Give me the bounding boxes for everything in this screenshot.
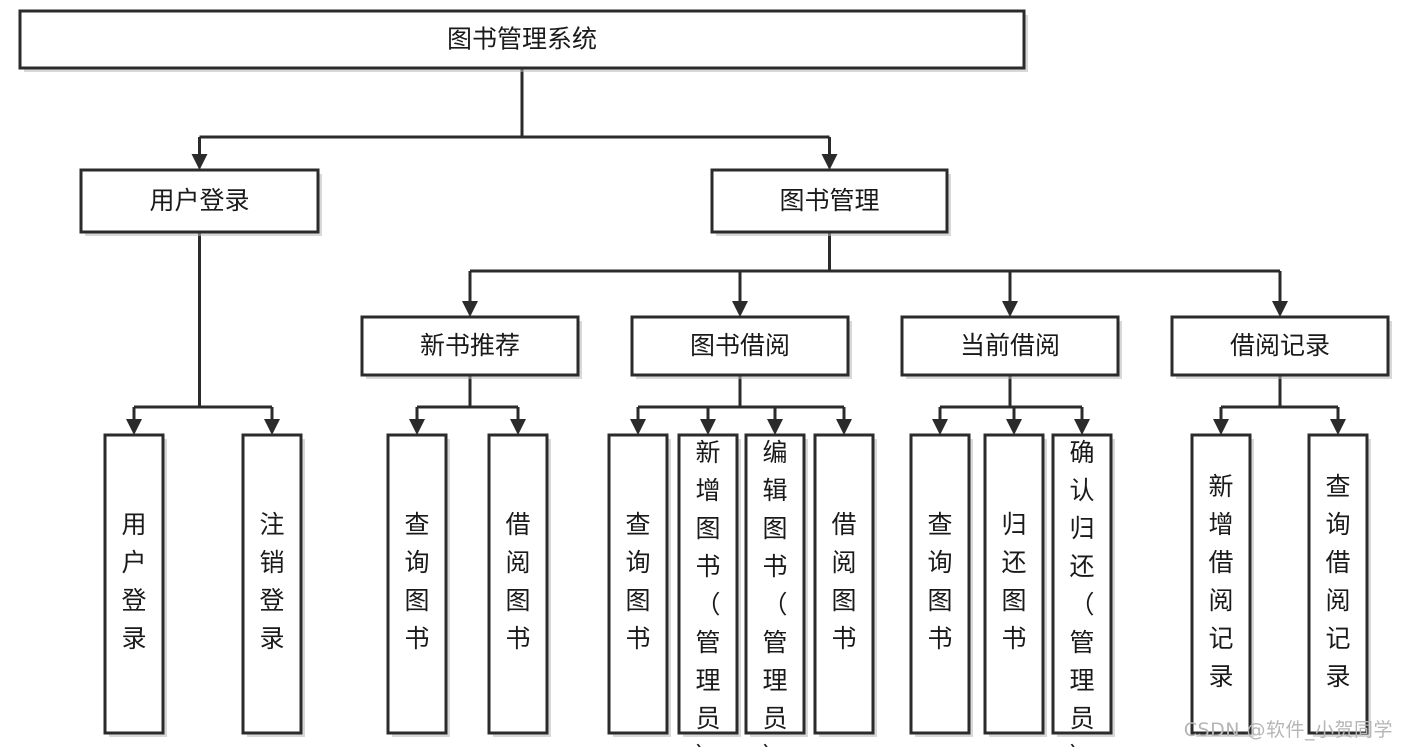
arrow-head-icon xyxy=(1002,301,1018,317)
arrow-head-icon xyxy=(462,301,478,317)
node-rect xyxy=(677,433,739,735)
node-label: 查询图书 xyxy=(927,510,952,653)
node-label: 新增借阅记录 xyxy=(1208,472,1233,691)
arrow-head-icon xyxy=(264,419,280,435)
arrow-head-icon xyxy=(932,419,948,435)
node-label: 新书推荐 xyxy=(420,331,520,360)
node-label: 图书管理系统 xyxy=(447,25,597,54)
node-leaf-logout[interactable]: 注销登录 xyxy=(241,433,305,737)
arrow-head-icon xyxy=(409,419,425,435)
node-leaf-query-book-2[interactable]: 查询图书 xyxy=(607,433,671,737)
arrow-head-icon xyxy=(1074,419,1090,435)
arrow-head-icon xyxy=(1213,419,1229,435)
node-book-borrow[interactable]: 图书借阅 xyxy=(630,315,852,379)
arrow-head-icon xyxy=(1330,419,1346,435)
connector-layer xyxy=(126,68,1346,435)
node-user-login[interactable]: 用户登录 xyxy=(79,168,322,236)
node-book-management[interactable]: 图书管理 xyxy=(710,168,951,236)
node-rect xyxy=(630,315,850,377)
node-rect xyxy=(710,168,949,234)
watermark-text: CSDN @软件_小贺同学 xyxy=(1183,719,1393,741)
arrow-head-icon xyxy=(767,419,783,435)
node-label: 当前借阅 xyxy=(960,331,1060,360)
arrow-head-icon xyxy=(191,154,208,170)
node-root[interactable]: 图书管理系统 xyxy=(18,9,1028,72)
node-label: 图书管理 xyxy=(779,186,879,215)
node-label: 确认归还（管理员） xyxy=(1069,438,1094,747)
node-label: 借阅图书 xyxy=(505,510,530,653)
node-leaf-confirm-return[interactable]: 确认归还（管理员） xyxy=(1051,433,1115,747)
node-new-book-recommend[interactable]: 新书推荐 xyxy=(360,315,582,379)
node-label: 注销登录 xyxy=(259,510,284,653)
node-rect xyxy=(813,433,875,735)
node-leaf-user-login[interactable]: 用户登录 xyxy=(103,433,167,737)
arrow-head-icon xyxy=(630,419,646,435)
node-rect xyxy=(1190,433,1252,735)
node-leaf-query-book-3[interactable]: 查询图书 xyxy=(909,433,973,737)
node-label: 图书借阅 xyxy=(690,331,790,360)
arrow-head-icon xyxy=(732,301,748,317)
arrow-head-icon xyxy=(510,419,526,435)
arrow-head-icon xyxy=(821,154,838,170)
arrow-head-icon xyxy=(1006,419,1022,435)
node-label: 查询借阅记录 xyxy=(1325,472,1350,691)
arrow-head-icon xyxy=(700,419,716,435)
node-leaf-edit-book[interactable]: 编辑图书（管理员） xyxy=(744,433,808,747)
node-leaf-query-borrow-record[interactable]: 查询借阅记录 xyxy=(1307,433,1371,737)
node-leaf-borrow-book-2[interactable]: 借阅图书 xyxy=(813,433,877,737)
node-label: 用户登录 xyxy=(121,510,146,653)
node-label: 归还图书 xyxy=(1001,510,1026,653)
node-label: 借阅图书 xyxy=(831,510,856,653)
arrow-head-icon xyxy=(1272,301,1288,317)
node-rect xyxy=(607,433,669,735)
node-rect xyxy=(1170,315,1390,377)
node-rect xyxy=(360,315,580,377)
node-rect xyxy=(487,433,549,735)
node-label: 用户登录 xyxy=(149,186,249,215)
arrow-head-icon xyxy=(126,419,142,435)
node-rect xyxy=(983,433,1045,735)
node-rect xyxy=(744,433,806,735)
node-layer: 图书管理系统用户登录图书管理新书推荐图书借阅当前借阅借阅记录用户登录注销登录查询… xyxy=(18,9,1392,747)
node-rect xyxy=(18,9,1026,70)
arrow-head-icon xyxy=(836,419,852,435)
node-rect xyxy=(1051,433,1113,735)
node-label: 查询图书 xyxy=(404,510,429,653)
node-leaf-borrow-book-1[interactable]: 借阅图书 xyxy=(487,433,551,737)
node-label: 新增图书（管理员） xyxy=(695,438,720,747)
node-label: 编辑图书（管理员） xyxy=(762,438,787,747)
node-label: 借阅记录 xyxy=(1230,331,1330,360)
node-borrow-record[interactable]: 借阅记录 xyxy=(1170,315,1392,379)
node-leaf-add-borrow-record[interactable]: 新增借阅记录 xyxy=(1190,433,1254,737)
node-rect xyxy=(79,168,320,234)
node-rect xyxy=(241,433,303,735)
node-leaf-add-book[interactable]: 新增图书（管理员） xyxy=(677,433,741,747)
node-leaf-query-book-1[interactable]: 查询图书 xyxy=(386,433,450,737)
node-rect xyxy=(386,433,448,735)
node-current-borrow[interactable]: 当前借阅 xyxy=(900,315,1122,379)
node-leaf-return-book[interactable]: 归还图书 xyxy=(983,433,1047,737)
node-rect xyxy=(103,433,165,735)
node-rect xyxy=(909,433,971,735)
node-rect xyxy=(1307,433,1369,735)
node-rect xyxy=(900,315,1120,377)
node-label: 查询图书 xyxy=(625,510,650,653)
